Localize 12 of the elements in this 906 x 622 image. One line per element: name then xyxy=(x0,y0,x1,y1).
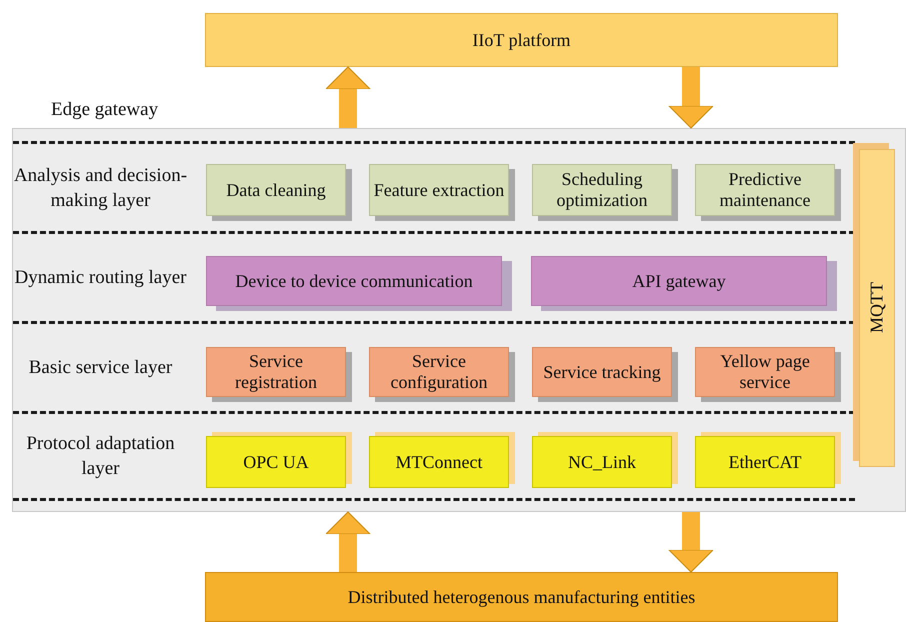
layer-label: Dynamic routing layer xyxy=(13,266,188,290)
block-arrow xyxy=(668,512,714,572)
block-arrow xyxy=(326,66,370,128)
block-arrow xyxy=(326,512,370,572)
entities-box: Distributed heterogenous manufacturing entities xyxy=(205,572,838,622)
layer-label: Analysis and decision-making layer xyxy=(13,164,188,212)
platform-box: IIoT platform xyxy=(205,13,838,67)
layer-label: Protocol adaptation layer xyxy=(25,432,176,481)
panel-title: Edge gateway xyxy=(51,99,158,120)
layer-band xyxy=(13,411,855,501)
layer-label: Basic service layer xyxy=(28,356,174,380)
block-arrow xyxy=(668,67,714,128)
